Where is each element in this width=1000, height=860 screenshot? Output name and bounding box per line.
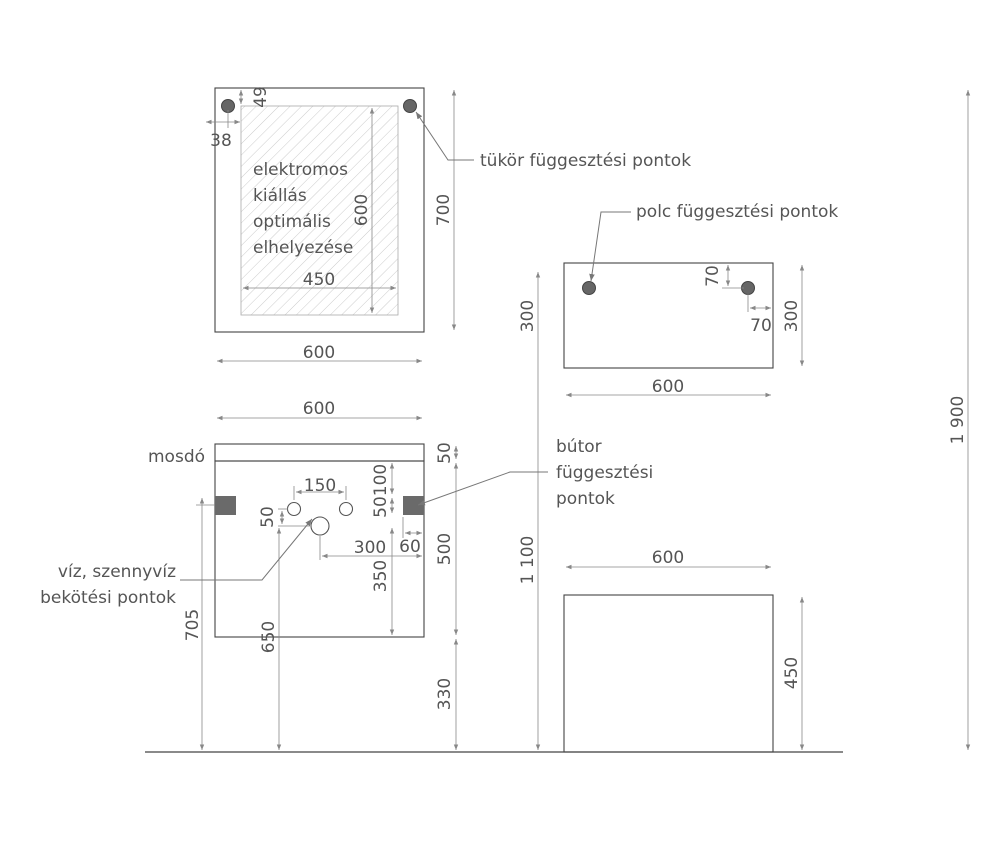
hole-offset-dim: 50 [258, 506, 278, 528]
floor-unit-outline [563, 594, 774, 753]
furniture-points-label-2: függesztési [556, 463, 653, 483]
shelf-outline [563, 262, 774, 369]
furniture-bracket-right [403, 496, 424, 515]
electrical-label-2: kiállás [253, 186, 307, 206]
shelf-points-label: polc függesztési pontok [636, 202, 838, 222]
bracket-offset-dim: 100 [371, 464, 391, 496]
shelf-dim-70-y: 70 [703, 265, 723, 287]
shelf-dim-70-x: 70 [750, 316, 772, 336]
zone-height-dim: 600 [352, 194, 372, 226]
electrical-label-3: optimális [253, 212, 331, 232]
water-label-2: bekötési pontok [40, 588, 176, 608]
mount-height-dim: 1 100 [518, 536, 538, 585]
furniture-points-label-3: pontok [556, 489, 615, 509]
bottom-gap-dim: 330 [435, 678, 455, 710]
mirror-outline [214, 87, 425, 333]
floor-unit-width-dim: 600 [652, 548, 684, 568]
mirror-point-right [403, 99, 417, 113]
furniture-bracket-left [215, 496, 236, 515]
cabinet-width-dim: 600 [303, 399, 335, 419]
height-to-bracket-dim: 705 [183, 609, 203, 641]
water-label-1: víz, szennyvíz [58, 562, 176, 582]
mirror-view: elektromos kiállás optimális elhelyezése… [206, 86, 691, 364]
floor-unit-height-dim: 450 [782, 657, 802, 689]
drain-height-dim: 350 [371, 560, 391, 592]
drain-from-floor-dim: 650 [259, 621, 279, 653]
cabinet-body [214, 460, 425, 638]
mirror-dim-38: 38 [210, 131, 232, 151]
shelf-width-dim: 600 [652, 377, 684, 397]
water-hole-right [338, 501, 354, 517]
hole-spacing-dim: 150 [304, 476, 336, 496]
bracket-width-dim: 60 [399, 537, 421, 557]
water-hole-left [286, 501, 302, 517]
electrical-label-1: elektromos [253, 160, 348, 180]
drain-offset-dim: 300 [354, 538, 386, 558]
mirror-height-dim: 700 [434, 194, 454, 226]
mirror-width-dim: 600 [303, 343, 335, 363]
shelf-view: polc függesztési pontok 70 70 300 600 [563, 202, 838, 398]
shelf-height-dim: 300 [782, 300, 802, 332]
floor-unit-view: 600 450 [563, 548, 805, 753]
zone-width-dim: 450 [303, 270, 335, 290]
basin-thickness-dim: 50 [435, 442, 455, 464]
bracket-height-dim: 50 [371, 496, 391, 518]
washbasin-label: mosdó [148, 447, 205, 467]
electrical-label-4: elhelyezése [253, 238, 353, 258]
shelf-point-left [582, 281, 596, 295]
body-height-dim: 500 [435, 533, 455, 565]
cabinet-view: 600 mosdó 150 50 300 350 100 50 [40, 272, 653, 750]
furniture-points-label-1: bútor [556, 437, 602, 457]
shelf-height-left-dim: 300 [518, 300, 538, 332]
total-height-dim: 1 900 [948, 396, 968, 445]
washbasin-top [214, 443, 425, 462]
mirror-dim-49: 49 [251, 86, 271, 108]
drain-hole [310, 516, 330, 536]
mirror-points-label: tükör függesztési pontok [480, 151, 691, 171]
